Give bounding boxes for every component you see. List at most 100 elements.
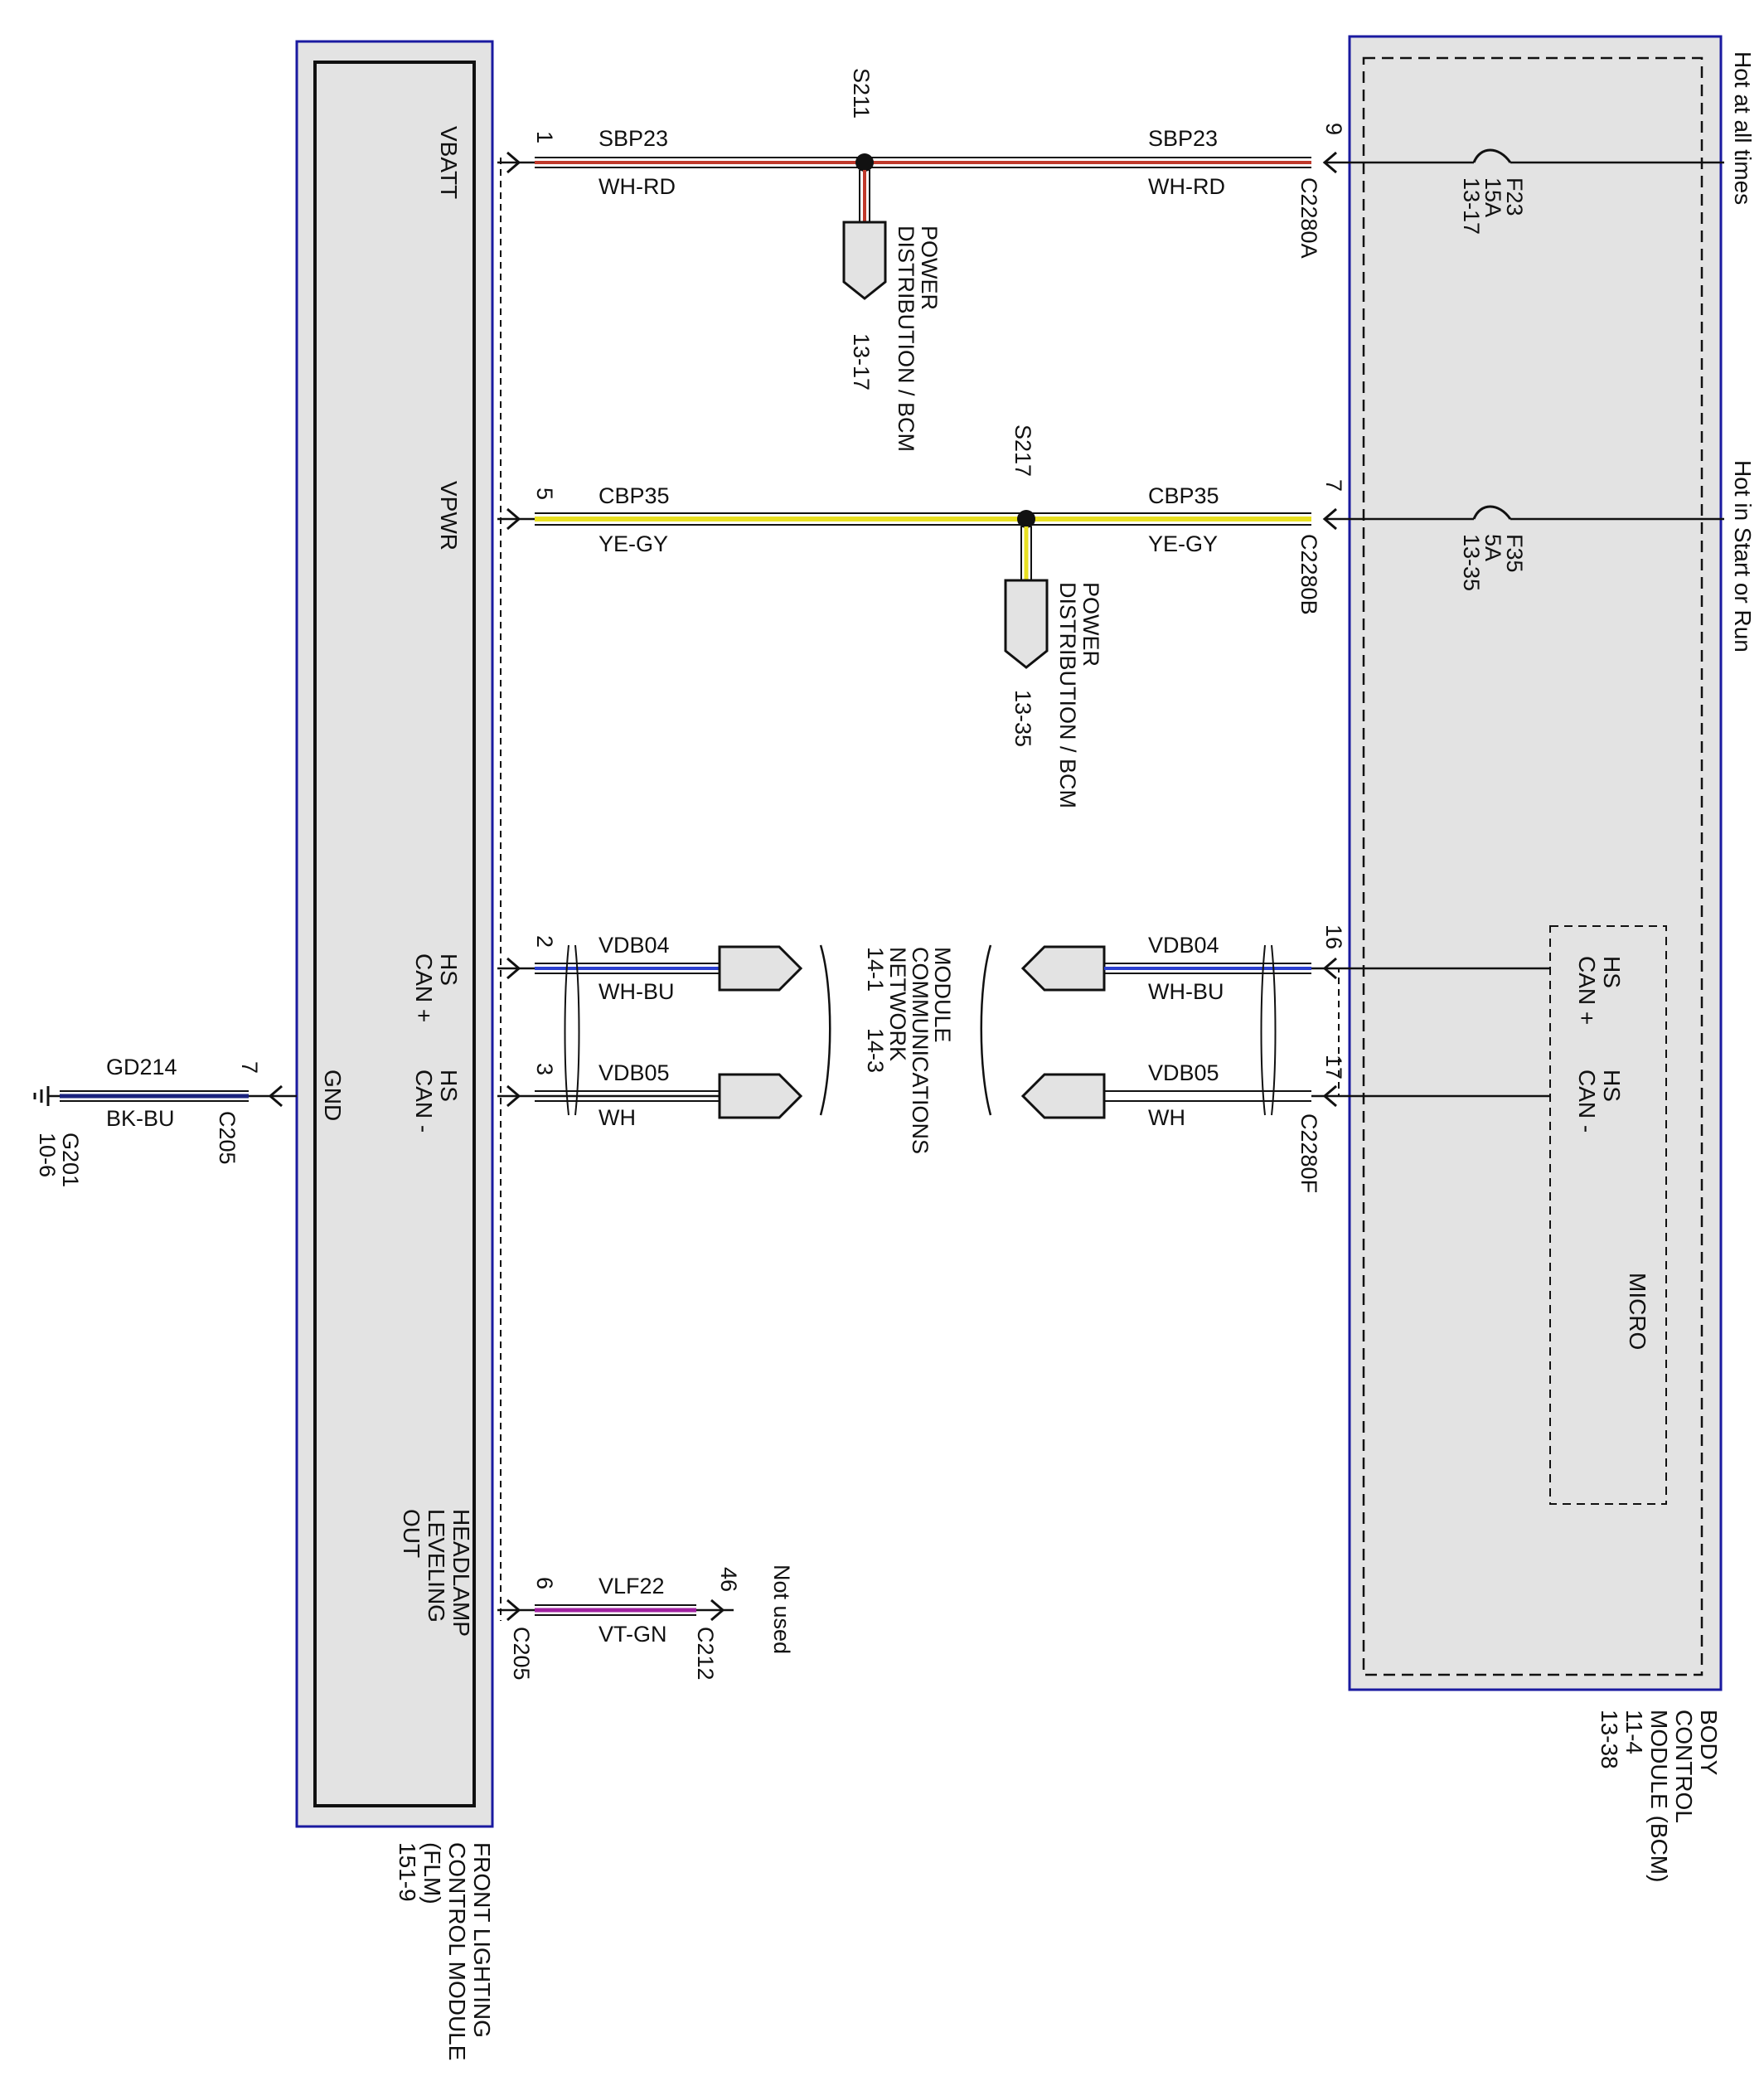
vdb05-pin-flm: 3 — [532, 1063, 557, 1075]
flm-pin-hs-can-minus-2: CAN - — [411, 1070, 437, 1133]
flm-title-2: CONTROL MODULE — [444, 1842, 470, 2060]
flm-title-3: (FLM) — [419, 1842, 445, 1904]
sbp23-pin-flm: 1 — [532, 131, 557, 143]
fuse-f35-rating: 5A — [1480, 534, 1505, 561]
flm-pin-hs-can-plus-2: CAN + — [411, 953, 437, 1022]
fuse-f23-rating: 15A — [1480, 177, 1505, 217]
flm-pin1-arrow-icon — [506, 151, 521, 174]
vdb05-pin-bcm: 17 — [1321, 1055, 1346, 1079]
bcm-pin-hs-can-minus-1: HS — [1599, 1070, 1625, 1102]
flm-pin-vpwr: VPWR — [436, 481, 462, 551]
circuit-gd214: GD214 BK-BU 7 C205 G201 10-6 — [33, 1055, 297, 1187]
vdb04-pin-flm: 2 — [532, 935, 557, 948]
gd214-circuit: GD214 — [106, 1055, 177, 1079]
bcm-twisted-pair-icon — [1260, 944, 1277, 1116]
sbp23-color-left: WH-RD — [598, 174, 676, 199]
circuit-vlf22: 6 C205 VLF22 VT-GN 46 C212 Not used — [497, 1564, 794, 1681]
network-ref-1: 14-1 — [863, 947, 888, 992]
flm-pin2-arrow-icon — [506, 957, 521, 980]
splice-s217-id: S217 — [1010, 424, 1035, 477]
splice-s217-label-1: POWER — [1078, 582, 1103, 667]
flm-pin6-arrow-icon — [506, 1598, 521, 1622]
flm-can-minus-connector-icon — [718, 1073, 803, 1119]
flm-pin5-arrow-icon — [506, 507, 521, 531]
hot-in-start-or-run-label: Hot in Start or Run — [1730, 460, 1756, 652]
splice-s211-id: S211 — [849, 68, 874, 119]
cbp35-color-left: YE-GY — [598, 531, 668, 556]
bcm-title-1: BODY — [1696, 1710, 1722, 1776]
sbp23-circuit-right: SBP23 — [1148, 126, 1218, 151]
ground-g201-ref: 10-6 — [35, 1133, 60, 1177]
gd214-color: BK-BU — [106, 1106, 175, 1131]
hot-at-all-times-label: Hot at all times — [1730, 51, 1756, 205]
bcm-title-4: 11-4 — [1621, 1710, 1647, 1754]
splice-s217-label-2: DISTRIBUTION / BCM — [1055, 582, 1080, 808]
vlf22-connector-far: C212 — [693, 1627, 718, 1681]
vdb05-circuit-right: VDB05 — [1148, 1060, 1219, 1085]
network-label-1: MODULE — [930, 947, 955, 1043]
vdb04-color-right: WH-BU — [1148, 979, 1224, 1004]
flm-pin-gnd: GND — [320, 1070, 346, 1121]
ground-g201-id: G201 — [58, 1133, 83, 1187]
network-ref-2: 14-3 — [863, 1028, 888, 1073]
splice-s211-label-2: DISTRIBUTION / BCM — [894, 226, 918, 452]
cbp35-circuit-left: CBP35 — [598, 483, 670, 508]
vdb04-color-left: WH-BU — [598, 979, 674, 1004]
sbp23-pin-bcm: 9 — [1321, 123, 1346, 135]
connector-c2280a-icon — [1322, 151, 1337, 174]
flm-can-plus-connector-icon — [718, 945, 803, 992]
cbp35-pin-flm: 5 — [532, 488, 557, 500]
sbp23-color-right: WH-RD — [1148, 174, 1225, 199]
vlf22-color: VT-GN — [598, 1622, 667, 1647]
network-label-2: COMMUNICATIONS — [908, 947, 933, 1154]
vlf22-connector-flm: C205 — [509, 1627, 534, 1681]
power-notes: Hot at all times Hot in Start or Run — [1730, 51, 1756, 652]
bcm-can-minus-connector-icon — [1020, 1073, 1106, 1119]
fuse-f35-ref: 13-35 — [1459, 534, 1484, 591]
bcm-title-2: CONTROL — [1671, 1710, 1697, 1823]
bcm-pin-hs-can-plus-1: HS — [1599, 956, 1625, 988]
sbp23-circuit-left: SBP23 — [598, 126, 668, 151]
circuit-hs-can: 2 3 VDB04 WH-BU VDB05 WH MODULE COMMUNIC… — [497, 924, 1550, 1193]
circuit-cbp35: F35 5A 13-35 5 7 C2280B CBP35 YE-GY CBP3… — [497, 424, 1724, 808]
c205-gnd-arrow-icon — [268, 1084, 283, 1108]
flm-pin-headlamp-3: OUT — [399, 1509, 424, 1558]
c212-arrow-icon — [710, 1598, 725, 1622]
connector-c2280b-icon — [1322, 507, 1337, 531]
flm-pin-vbatt: VBATT — [436, 126, 462, 199]
flm-module: VBATT VPWR HS CAN + HS CAN - GND HEADLAM… — [295, 40, 502, 2060]
not-used-label: Not used — [769, 1564, 794, 1654]
bcm-pin-hs-can-plus-2: CAN + — [1574, 956, 1600, 1025]
gd214-pin: 7 — [237, 1061, 262, 1074]
splice-s217-ref: 13-35 — [1010, 690, 1035, 747]
fuse-f23-id: F23 — [1502, 177, 1527, 216]
cbp35-color-right: YE-GY — [1148, 531, 1218, 556]
vlf22-pin-far: 46 — [716, 1567, 741, 1592]
bcm-can-plus-connector-icon — [1020, 945, 1106, 992]
flm-pin3-arrow-icon — [506, 1084, 521, 1108]
fuse-f35-icon — [1472, 505, 1512, 520]
splice-s217-connector-icon — [1004, 579, 1049, 669]
cbp35-pin-bcm: 7 — [1321, 479, 1346, 492]
bcm-micro-label: MICRO — [1625, 1273, 1650, 1350]
splice-s211-label-1: POWER — [917, 226, 942, 310]
fuse-f35-id: F35 — [1502, 534, 1527, 573]
cbp35-connector-bcm: C2280B — [1296, 534, 1321, 615]
vdb04-pin-bcm: 16 — [1321, 924, 1346, 949]
flm-twisted-pair-icon — [564, 944, 580, 1116]
flm-pin-headlamp-2: LEVELING — [424, 1509, 449, 1623]
flm-pin-headlamp-1: HEADLAMP — [448, 1509, 474, 1637]
circuit-sbp23: F23 15A 13-17 1 9 C2280A SBP23 WH-RD SBP… — [497, 68, 1724, 452]
vdb05-circuit-left: VDB05 — [598, 1060, 670, 1085]
flm-title-1: FRONT LIGHTING — [469, 1842, 495, 2038]
bcm-title-3: MODULE (BCM) — [1646, 1710, 1672, 1882]
fuse-f23-ref: 13-17 — [1459, 177, 1484, 235]
bcm-title-5: 13-38 — [1597, 1710, 1622, 1769]
cbp35-circuit-right: CBP35 — [1148, 483, 1219, 508]
vlf22-circuit: VLF22 — [598, 1574, 665, 1598]
sbp23-connector-bcm: C2280A — [1296, 177, 1321, 259]
splice-s211-connector-icon — [842, 221, 887, 300]
network-break-right-icon — [980, 944, 992, 1116]
